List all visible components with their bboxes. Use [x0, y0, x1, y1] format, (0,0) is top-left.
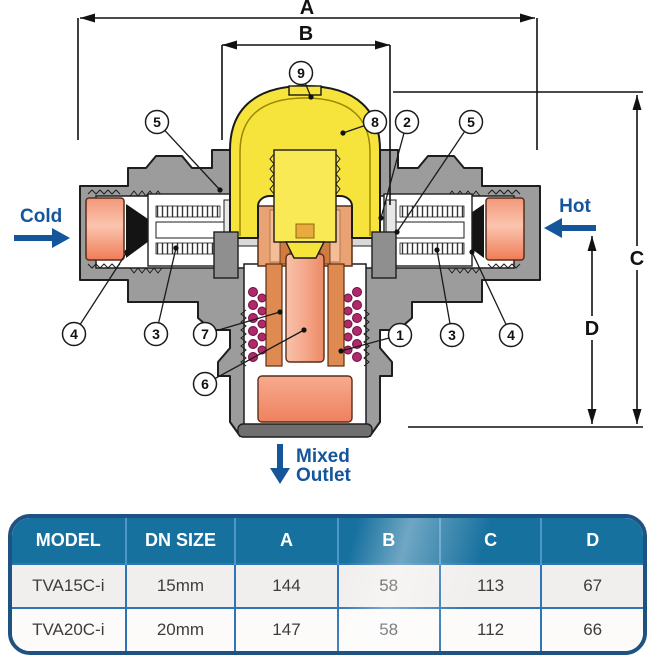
valve-cross-section-diagram: A B C D Cold Hot Mixed Outlet	[14, 0, 646, 486]
mixed-outlet-label-line1: Mixed	[296, 446, 350, 467]
dim-label-d: D	[585, 318, 599, 340]
callout-5-right: 5	[467, 114, 475, 130]
dimension-arrowheads	[80, 13, 642, 424]
dim-label-a: A	[300, 0, 314, 19]
callout-8: 8	[371, 114, 379, 130]
adjustment-cap	[229, 85, 381, 259]
cap-collar-right	[371, 231, 397, 279]
cell-dn-size: 15mm	[124, 563, 236, 608]
callout-2: 2	[403, 114, 411, 130]
mixed-outlet-arrow-icon	[270, 444, 290, 484]
cell-d: 66	[540, 607, 643, 651]
hot-inlet: Hot	[544, 196, 596, 238]
cell-b: 58	[336, 563, 440, 608]
callout-bubbles: 9 5 8 2 5 4 3 7 6 1 3 4	[61, 60, 524, 397]
header-a: A	[234, 518, 338, 564]
mixed-outlet-label-line2: Outlet	[296, 465, 352, 486]
outlet-insert	[257, 375, 353, 423]
callout-3-right: 3	[448, 327, 456, 343]
cell-dn-size: 20mm	[124, 607, 236, 651]
dim-c-label-gap	[628, 246, 646, 270]
hot-arrow-icon	[544, 218, 596, 238]
table-row: TVA20C-i 20mm 147 58 112 66	[12, 607, 643, 651]
cell-a: 147	[234, 607, 338, 651]
cell-c: 113	[438, 563, 542, 608]
callout-leader-lines	[73, 72, 512, 385]
header-c: C	[438, 518, 542, 564]
header-d: D	[540, 518, 643, 564]
callout-6: 6	[201, 376, 209, 392]
cell-a: 144	[234, 563, 338, 608]
cap-collar-left	[213, 231, 239, 279]
callout-5-left: 5	[153, 114, 161, 130]
callout-1: 1	[396, 327, 404, 343]
dim-d-label-gap	[583, 316, 601, 340]
dim-label-c: C	[630, 248, 644, 270]
table-header-row: MODEL DN SIZE A B C D	[12, 518, 643, 564]
table-row: TVA15C-i 15mm 144 58 113 67	[12, 563, 643, 608]
callout-3-left: 3	[152, 326, 160, 342]
callout-4-left: 4	[70, 326, 78, 342]
cold-cone-seal	[126, 204, 164, 258]
hot-label: Hot	[559, 196, 591, 217]
callout-target-dots	[124, 94, 475, 354]
cold-inlet: Cold	[14, 206, 70, 248]
cold-arrow-icon	[14, 228, 70, 248]
mixed-outlet: Mixed Outlet	[270, 444, 352, 486]
cell-model: TVA15C-i	[12, 563, 126, 608]
piston	[285, 253, 325, 363]
callout-4-right: 4	[507, 327, 515, 343]
header-b: B	[336, 518, 440, 564]
callout-9: 9	[297, 65, 305, 81]
callout-7: 7	[201, 326, 209, 342]
cold-label: Cold	[20, 206, 62, 227]
cell-c: 112	[438, 607, 542, 651]
valve-diagram-svg: A B C D Cold Hot Mixed Outlet	[14, 0, 646, 486]
cell-d: 67	[540, 563, 643, 608]
header-dn-size: DN SIZE	[124, 518, 236, 564]
cell-b: 58	[336, 607, 440, 651]
spec-table: MODEL DN SIZE A B C D TVA15C-i 15mm 144 …	[8, 514, 647, 655]
outlet-bottom-cap	[237, 423, 373, 438]
hot-tailpiece	[485, 189, 525, 269]
dim-label-b: B	[299, 23, 313, 45]
header-model: MODEL	[12, 518, 126, 564]
cell-model: TVA20C-i	[12, 607, 126, 651]
overload-spring	[248, 263, 362, 367]
hot-check-valve	[383, 193, 473, 267]
cold-tailpiece	[85, 189, 125, 269]
